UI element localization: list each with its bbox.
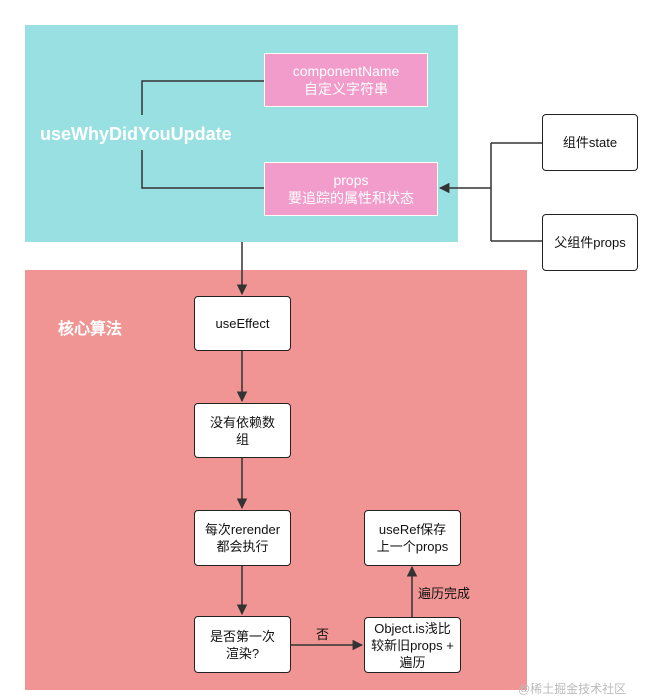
componentname-desc: 自定义字符串 <box>304 81 388 97</box>
no-deps-box: 没有依赖数组 <box>194 403 291 458</box>
useeffect-box: useEffect <box>194 296 291 351</box>
parent-props-source-box: 父组件props <box>542 214 638 271</box>
props-label: props <box>333 172 369 188</box>
hook-title: useWhyDidYouUpdate <box>40 124 232 144</box>
componentname-param-box: componentName 自定义字符串 <box>264 53 428 107</box>
first-render-box: 是否第一次渲染? <box>194 616 291 673</box>
traverse-done-label: 遍历完成 <box>418 586 471 601</box>
every-render-box: 每次rerender都会执行 <box>194 510 291 566</box>
state-source-box: 组件state <box>542 114 638 171</box>
core-algorithm-title: 核心算法 <box>58 321 123 338</box>
props-desc: 要追踪的属性和状态 <box>288 190 414 206</box>
componentname-label: componentName <box>292 63 400 79</box>
compare-box: Object.is浅比较新旧props + 遍历 <box>364 617 461 673</box>
title-to-componentname-line <box>141 80 264 115</box>
title-to-props-line <box>141 150 264 189</box>
props-param-box: props 要追踪的属性和状态 <box>264 162 438 216</box>
save-ref-box: useRef保存上一个props <box>364 510 461 566</box>
watermark: @稀土掘金技术社区 <box>518 682 627 696</box>
no-branch-label: 否 <box>316 627 330 642</box>
